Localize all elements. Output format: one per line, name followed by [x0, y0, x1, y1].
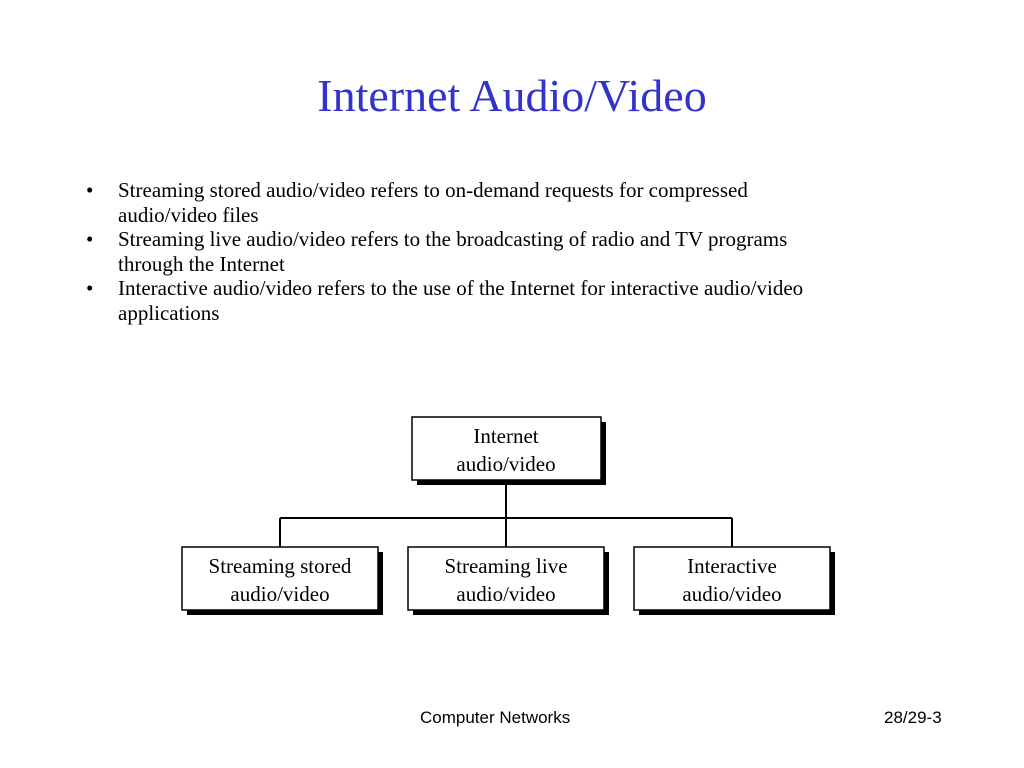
node-box	[181, 546, 379, 611]
node-label-line: audio/video	[230, 582, 329, 606]
bullet-text-line: audio/video files	[118, 202, 259, 227]
node-label-line: Interactive	[687, 554, 777, 578]
bullet-text-line: Streaming stored audio/video refers to o…	[118, 178, 748, 202]
bullet-item: • Interactive audio/video refers to the …	[80, 276, 980, 325]
bullet-text-line: Interactive audio/video refers to the us…	[118, 276, 804, 300]
footer-course: Computer Networks	[420, 708, 571, 727]
bullet-list: • Streaming stored audio/video refers to…	[80, 178, 980, 325]
bullet-marker: •	[86, 276, 94, 300]
node-label-line: Internet	[473, 424, 538, 448]
node-shadow	[417, 422, 606, 485]
node-label-line: Streaming live	[444, 554, 567, 578]
node-label-line: audio/video	[682, 582, 781, 606]
slide-title: Internet Audio/Video	[317, 70, 707, 121]
node-box	[633, 546, 831, 611]
node-label-line: audio/video	[456, 582, 555, 606]
bullet-text-line: through the Internet	[118, 251, 285, 276]
bullet-item: • Streaming stored audio/video refers to…	[80, 178, 980, 227]
node-shadow	[413, 552, 609, 615]
child-node-streaming-stored: Streaming stored audio/video	[181, 546, 383, 615]
node-shadow	[639, 552, 835, 615]
bullet-item: • Streaming live audio/video refers to t…	[80, 227, 980, 276]
child-node-streaming-live: Streaming live audio/video	[407, 546, 609, 615]
bullet-text-line: applications	[118, 300, 220, 325]
bullet-marker: •	[86, 178, 94, 202]
node-shadow	[187, 552, 383, 615]
footer-page-number: 28/29-3	[884, 708, 942, 727]
node-box	[407, 546, 605, 611]
node-label-line: Streaming stored	[209, 554, 352, 578]
node-label-line: audio/video	[456, 452, 555, 476]
bullet-text-line: Streaming live audio/video refers to the…	[118, 227, 788, 251]
bullet-marker: •	[86, 227, 94, 251]
node-box	[411, 416, 602, 481]
child-node-interactive: Interactive audio/video	[633, 546, 835, 615]
root-node: Internet audio/video	[411, 416, 606, 485]
